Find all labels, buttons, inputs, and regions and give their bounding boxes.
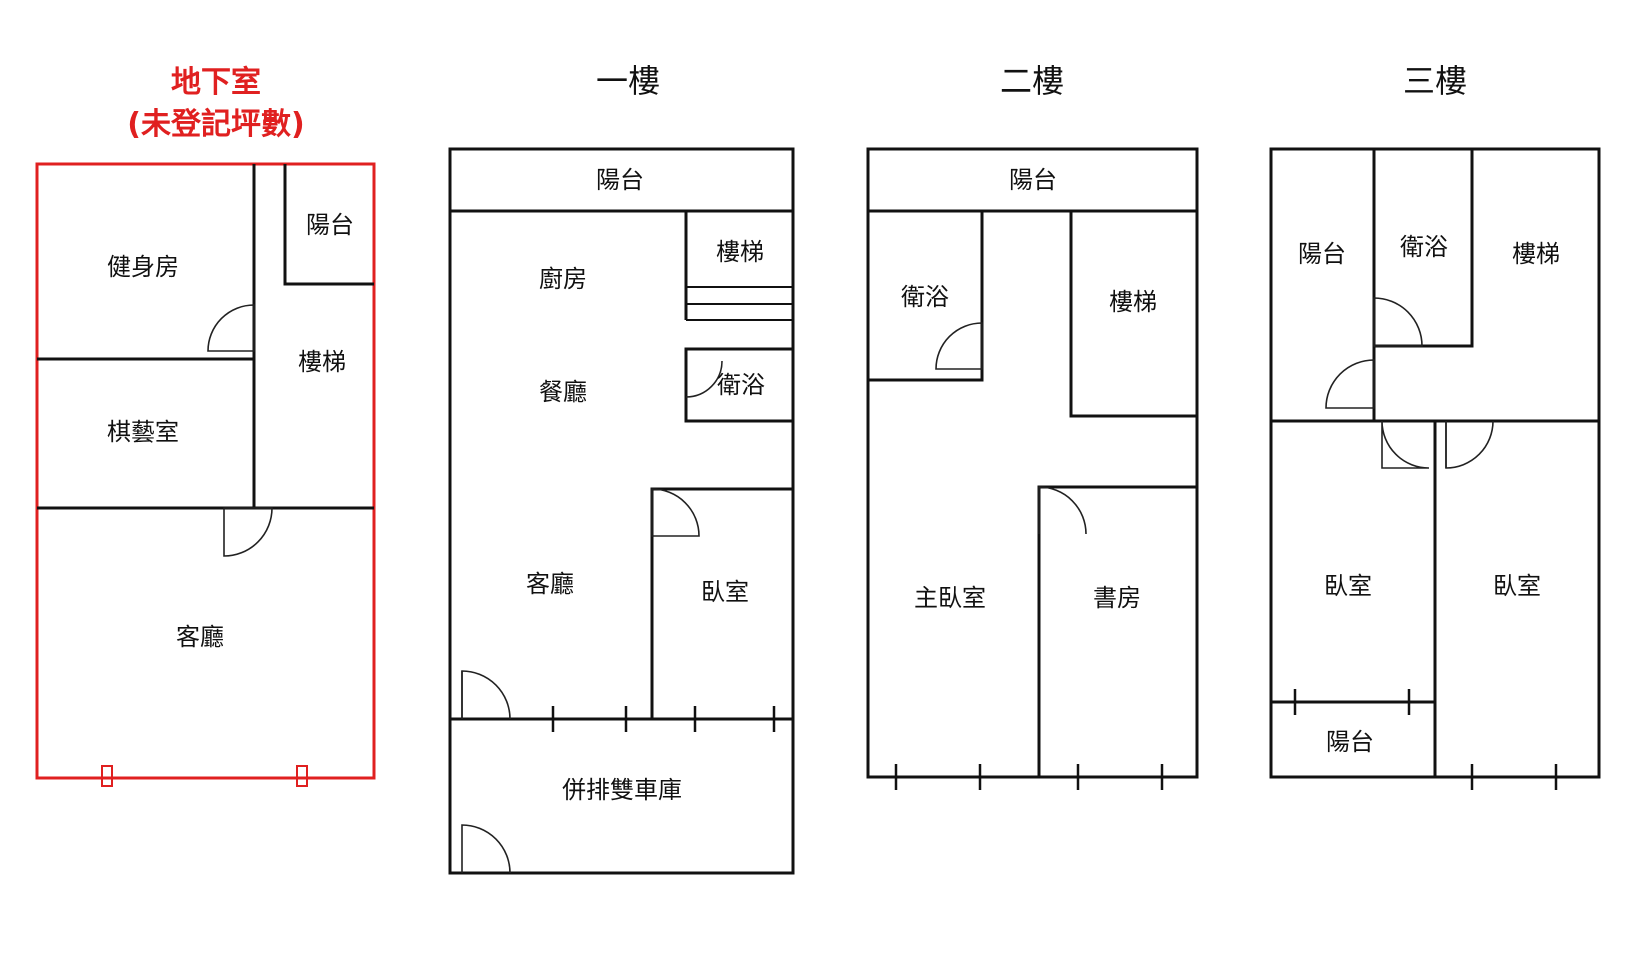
third-room-bath: 衛浴 bbox=[1400, 233, 1448, 261]
basement-room-chess: 棋藝室 bbox=[107, 418, 179, 446]
basement-room-balcony: 陽台 bbox=[306, 211, 354, 239]
basement-subtitle: (未登記坪數) bbox=[127, 107, 304, 142]
basement-door-living bbox=[223, 507, 273, 557]
basement-room-stairs: 樓梯 bbox=[298, 348, 346, 376]
first-door-bath bbox=[685, 360, 723, 398]
second-floor-title: 二樓 bbox=[1000, 62, 1064, 100]
first-room-garage: 併排雙車庫 bbox=[562, 776, 682, 804]
first-door-garage bbox=[461, 824, 511, 874]
third-floor-title: 三樓 bbox=[1403, 62, 1467, 100]
third-door-bath bbox=[1373, 297, 1423, 347]
first-room-bath: 衛浴 bbox=[717, 371, 765, 399]
first-room-living: 客廳 bbox=[526, 570, 574, 598]
basement-wall-balcony bbox=[283, 164, 374, 286]
second-room-study: 書房 bbox=[1093, 584, 1141, 612]
second-floor-plan: 二樓 陽台 衛浴 樓梯 主臥室 書房 bbox=[866, 62, 1199, 790]
second-room-stairs: 樓梯 bbox=[1109, 288, 1157, 316]
second-room-bath: 衛浴 bbox=[901, 283, 949, 311]
first-door-bedroom bbox=[651, 488, 700, 537]
first-room-kitchen: 廚房 bbox=[539, 265, 587, 293]
second-wall-stairs bbox=[1069, 211, 1197, 418]
basement-outline bbox=[35, 162, 376, 780]
basement-title: 地下室 bbox=[171, 65, 261, 100]
first-room-stairs: 樓梯 bbox=[716, 238, 764, 266]
first-floor-title: 一樓 bbox=[596, 62, 660, 100]
second-door-bath bbox=[935, 322, 983, 370]
basement-window-right bbox=[296, 765, 308, 787]
third-door-bedroom-right bbox=[1445, 420, 1494, 469]
second-door-study bbox=[1038, 486, 1087, 535]
first-room-balcony: 陽台 bbox=[596, 166, 644, 194]
first-room-dining: 餐廳 bbox=[539, 378, 587, 406]
first-wall-bath bbox=[684, 347, 795, 423]
third-room-stairs: 樓梯 bbox=[1512, 240, 1560, 268]
first-room-bedroom: 臥室 bbox=[701, 578, 749, 606]
third-room-bedroom-right: 臥室 bbox=[1493, 572, 1541, 600]
first-floor-plan: 一樓 陽台 廚房 樓梯 餐廳 衛浴 客廳 臥室 併排雙車庫 bbox=[448, 62, 795, 875]
basement-door-gym bbox=[207, 304, 255, 352]
third-door-balcony bbox=[1325, 359, 1375, 409]
third-floor-plan: 三樓 陽台 衛浴 樓梯 臥室 臥室 陽台 bbox=[1269, 62, 1601, 790]
basement-plan: 地下室 (未登記坪數) 健身房 陽台 樓梯 棋藝室 客廳 bbox=[35, 65, 376, 787]
basement-window-left bbox=[101, 765, 113, 787]
second-wall-bath bbox=[868, 211, 984, 382]
basement-room-gym: 健身房 bbox=[107, 253, 179, 281]
third-door-bedroom-left bbox=[1381, 420, 1430, 469]
first-floor-outline bbox=[448, 147, 795, 875]
second-floor-outline bbox=[866, 147, 1199, 779]
second-room-balcony: 陽台 bbox=[1009, 166, 1057, 194]
third-room-bedroom-left: 臥室 bbox=[1324, 572, 1372, 600]
first-door-living bbox=[461, 670, 511, 720]
basement-room-living: 客廳 bbox=[176, 623, 224, 651]
second-wall-study bbox=[1037, 485, 1197, 777]
second-room-master: 主臥室 bbox=[914, 584, 986, 612]
third-room-balcony-bottom: 陽台 bbox=[1326, 728, 1374, 756]
third-room-balcony-top: 陽台 bbox=[1298, 240, 1346, 268]
